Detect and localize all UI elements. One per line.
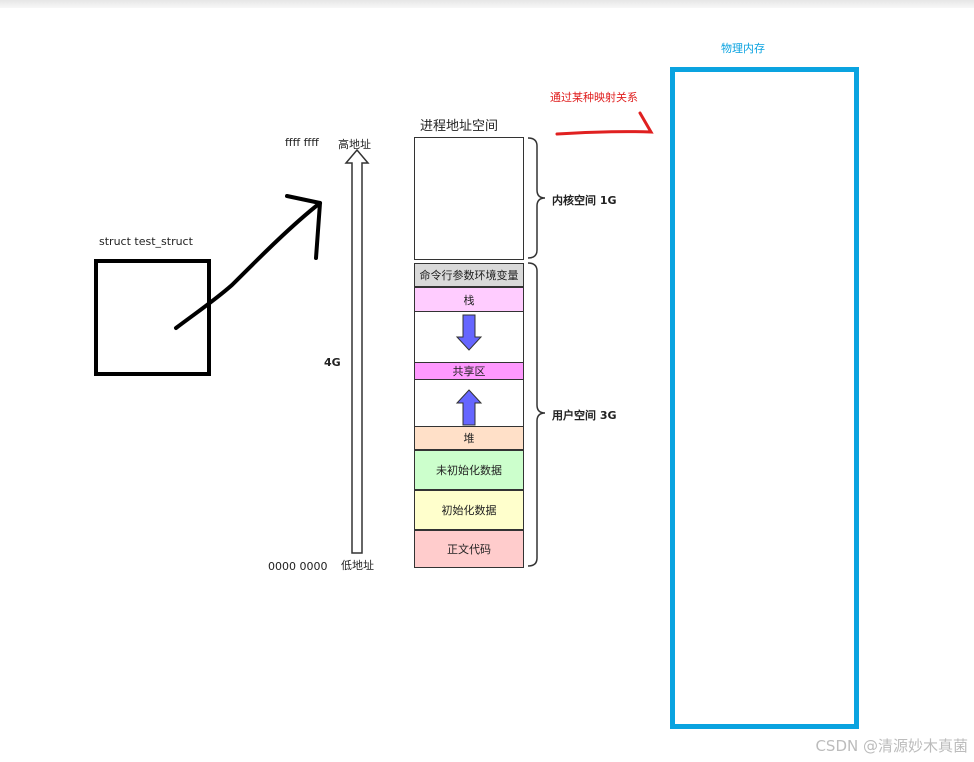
segment-data: 初始化数据: [414, 490, 524, 530]
segment-bss: 未初始化数据: [414, 450, 524, 490]
segment-stack: 栈: [414, 287, 524, 312]
size-4g-label: 4G: [324, 356, 341, 369]
physical-memory-box: [670, 67, 859, 729]
high-value-label: ffff ffff: [285, 136, 319, 149]
kernel-space-label: 内核空间 1G: [552, 194, 617, 207]
mapping-stroke: [555, 111, 654, 136]
address-arrow: [344, 148, 370, 554]
heap-grow-arrow: [455, 389, 483, 426]
segment-text: 正文代码: [414, 530, 524, 568]
high-addr-label: 高地址: [338, 138, 371, 151]
low-value-label: 0000 0000: [268, 560, 328, 573]
segment-args-env: 命令行参数环境变量: [414, 263, 524, 287]
physical-memory-label: 物理内存: [721, 42, 765, 55]
user-space-label: 用户空间 3G: [552, 409, 617, 422]
top-bar: [0, 0, 974, 8]
process-space-title: 进程地址空间: [420, 119, 499, 134]
segment-gap-upper: [414, 312, 524, 362]
stack-grow-arrow: [455, 314, 483, 351]
handdrawn-arrow: [174, 201, 322, 330]
mapping-label: 通过某种映射关系: [550, 91, 638, 104]
segment-heap: 堆: [414, 426, 524, 450]
low-addr-label: 低地址: [341, 559, 374, 572]
segment-gap-lower: [414, 380, 524, 426]
struct-name-label: struct test_struct: [99, 235, 193, 248]
segment-kernel: [414, 137, 524, 260]
struct-box: [94, 259, 211, 376]
segment-shared: 共享区: [414, 362, 524, 380]
handdrawn-arrow-head: [285, 194, 322, 260]
user-brace: [527, 262, 546, 567]
watermark: CSDN @清源妙木真菌: [815, 737, 968, 755]
kernel-brace: [527, 137, 546, 259]
